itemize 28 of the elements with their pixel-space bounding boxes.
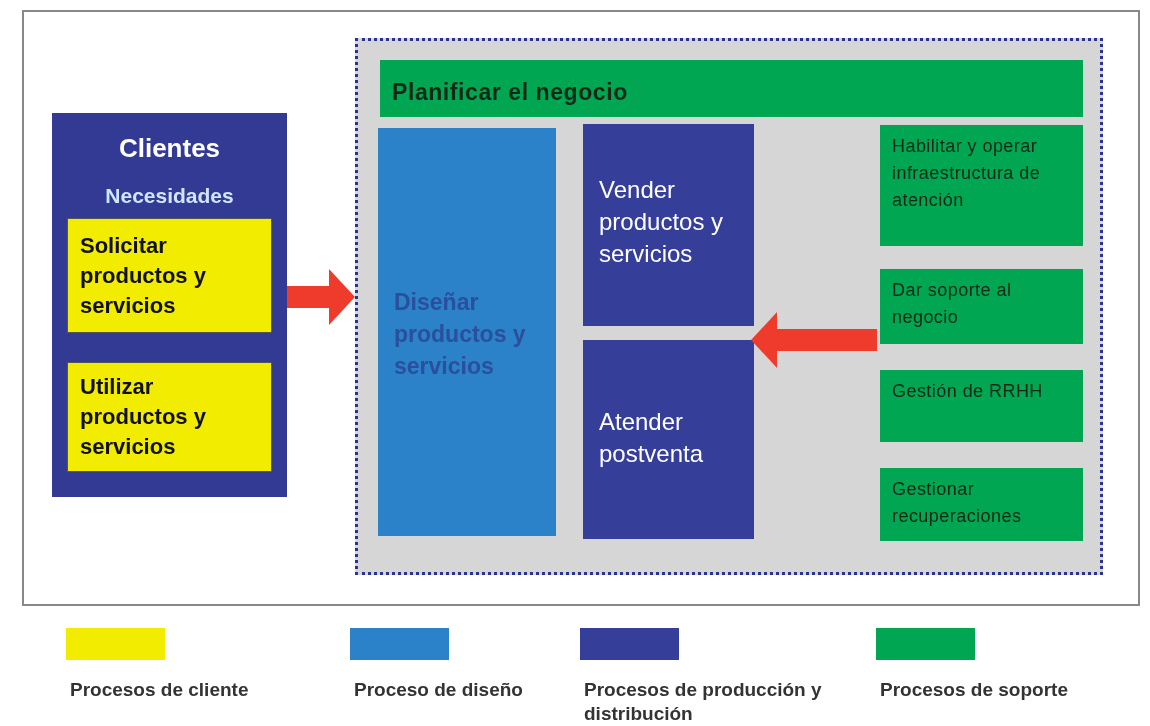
process-box [880, 125, 1083, 246]
block-arrow [751, 312, 877, 368]
legend-label: Procesos de producción y distribución [584, 678, 823, 726]
process-box [67, 218, 272, 333]
process-box [880, 269, 1083, 344]
process-label: Gestión de RRHH [892, 380, 1044, 403]
client-panel [52, 113, 287, 497]
process-box [67, 362, 272, 472]
process-area-panel [355, 38, 1103, 575]
process-label: Planificar el negocio [392, 78, 628, 108]
panel-title: Clientes [118, 132, 221, 165]
process-label: Vender productos y servicios [599, 175, 725, 269]
process-box [880, 370, 1083, 442]
process-label: Solicitar productos y servicios [80, 231, 207, 320]
process-label: Habilitar y operar infraestructura de atención [892, 135, 1042, 212]
process-box [880, 468, 1083, 541]
process-label: Gestionar recuperaciones [892, 478, 1023, 528]
process-box [378, 128, 556, 536]
process-label: Dar soporte al negocio [892, 279, 1013, 329]
process-label: Atender postventa [599, 407, 705, 469]
legend-label: Procesos de soporte [880, 678, 1069, 702]
block-arrow [287, 269, 355, 325]
process-box [380, 60, 1083, 117]
legend-label: Procesos de cliente [70, 678, 250, 702]
process-box [583, 124, 754, 326]
panel-subtitle: Necesidades [105, 183, 234, 209]
process-label: Utilizar productos y servicios [80, 373, 207, 461]
process-box [583, 340, 754, 539]
